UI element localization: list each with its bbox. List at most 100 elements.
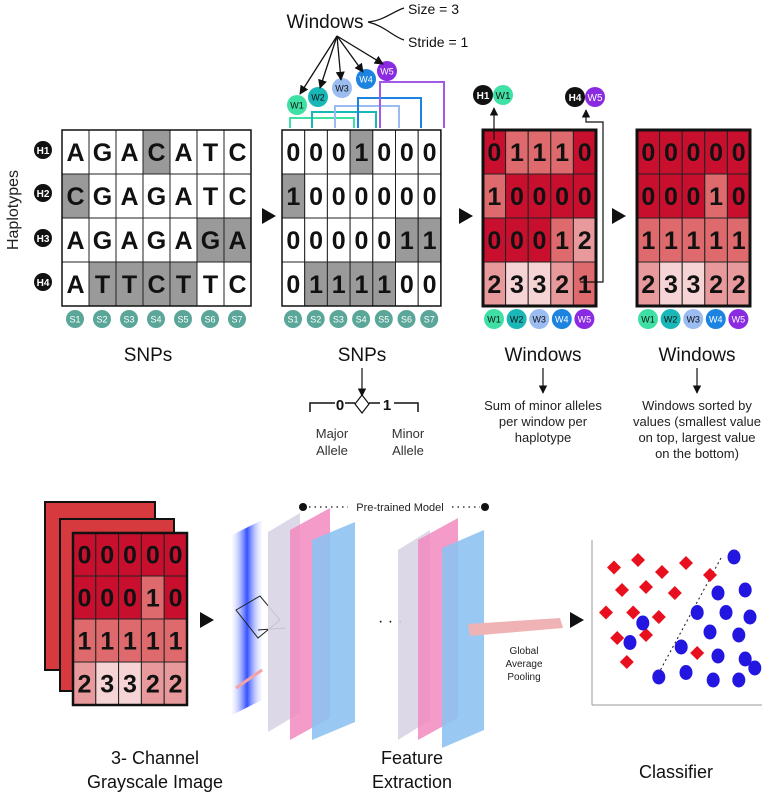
bubble (374, 310, 393, 328)
conv-layer-6 (442, 530, 484, 748)
window-sum-value: 0 (510, 227, 524, 255)
snp-letter-value: T (203, 271, 218, 299)
window-sorted-value: 2 (709, 271, 723, 299)
window-sum-value: 0 (555, 183, 569, 211)
snp-letter-value: C (147, 139, 165, 167)
bubble-label: S7 (424, 315, 435, 325)
class-a-point (667, 586, 682, 600)
bubble (638, 309, 658, 329)
snp-letter-value: A (66, 139, 84, 167)
snp-letter-cell (196, 129, 225, 175)
class-b-point (623, 635, 637, 650)
image-label-line1: 3- Channel (111, 748, 199, 768)
snp-binary-value: 0 (286, 271, 300, 299)
haplotype-marker-h1: H1 (37, 146, 50, 157)
snps-label-left: SNPs (124, 345, 173, 366)
window-sorted-value: 1 (709, 183, 723, 211)
window-sorted-value: 3 (687, 271, 701, 299)
bubble-label: W1 (641, 315, 655, 325)
class-b-point (719, 605, 733, 620)
snp-binary-value: 0 (332, 227, 346, 255)
window-sorted-value: 1 (687, 227, 701, 255)
bubble (174, 310, 192, 328)
window-sum-value: 0 (487, 139, 501, 167)
snp-letter-value: G (201, 227, 220, 255)
feature-label-line2: Extraction (372, 772, 452, 792)
window-sum-value: 0 (578, 139, 592, 167)
bubble-label: W3 (532, 315, 546, 325)
bubble-label: W4 (709, 315, 723, 325)
class-b-point (748, 660, 762, 676)
windows-header: Windows (286, 12, 363, 33)
bubble-label: W2 (510, 315, 524, 325)
snp-letter-cell (196, 217, 225, 263)
flow-triangles (200, 208, 626, 628)
bubble-label: W4 (359, 75, 373, 85)
snp-letter-frame (61, 129, 252, 307)
channel-value: 0 (77, 542, 91, 570)
snp-binary-value: 0 (400, 139, 414, 167)
bubble-label: S4 (150, 315, 161, 325)
class-a-point (599, 605, 613, 620)
class-a-point (626, 605, 641, 620)
bubble-label: W5 (578, 315, 592, 325)
bubble-label: S5 (378, 315, 389, 325)
bubble (484, 309, 504, 329)
snp-binary-value: 1 (377, 271, 391, 299)
snp-letter-value: G (93, 227, 112, 255)
bubble-label: W4 (555, 315, 569, 325)
bubble (306, 310, 325, 328)
channel-value: 1 (169, 628, 183, 656)
channel-value: 0 (123, 542, 137, 570)
snp-letter-cell (61, 261, 90, 307)
snp-binary-value: 0 (377, 139, 391, 167)
snp-letter-value: C (228, 183, 246, 211)
class-a-point (639, 580, 653, 594)
window-sorted-frame (635, 128, 752, 308)
bubble (332, 78, 352, 98)
window-sorted-value: 0 (641, 183, 655, 211)
haplotypes-axis-label: Haplotypes (5, 170, 22, 250)
snp-letter-value: G (93, 139, 112, 167)
snp-letter-value: A (120, 227, 138, 255)
snp-binary-value: 1 (400, 227, 414, 255)
allele-zero: 0 (336, 397, 344, 414)
sum-desc-line1: Sum of minor alleles (484, 398, 602, 413)
bubble-label: W1 (290, 101, 304, 111)
bubble (287, 95, 307, 115)
snp-letter-cell (196, 173, 225, 219)
snp-letter-cell (169, 173, 198, 219)
bubble (420, 310, 439, 328)
snp-binary-frame (281, 129, 442, 307)
snp-letter-value: T (176, 271, 191, 299)
snp-letter-cell (88, 261, 117, 307)
window-sum-value: 3 (510, 271, 524, 299)
gap-line1: Global (510, 646, 539, 657)
channel-value: 2 (146, 671, 160, 699)
bubble-label: S5 (177, 315, 188, 325)
bubble (147, 310, 165, 328)
snp-binary-value: 0 (332, 183, 346, 211)
window-sorted-value: 0 (664, 139, 678, 167)
window-brackets (289, 81, 445, 128)
snp-letter-value: C (66, 183, 84, 211)
bubble-label: S1 (287, 315, 298, 325)
pointer-h1-label: H1 (477, 91, 490, 102)
classifier-marks (599, 549, 762, 688)
snp-letter-value: A (120, 183, 138, 211)
snp-letter-value: C (147, 271, 165, 299)
window-sum-value: 2 (578, 227, 592, 255)
bubble (705, 309, 726, 329)
windows-label-sum: Windows (504, 345, 581, 366)
pointer-h4-label: H4 (569, 93, 582, 104)
window-sorted-value: 2 (641, 271, 655, 299)
snp-binary-value: 0 (400, 183, 414, 211)
window-sorted-value: 1 (664, 227, 678, 255)
snp-binary-value: 0 (309, 183, 323, 211)
